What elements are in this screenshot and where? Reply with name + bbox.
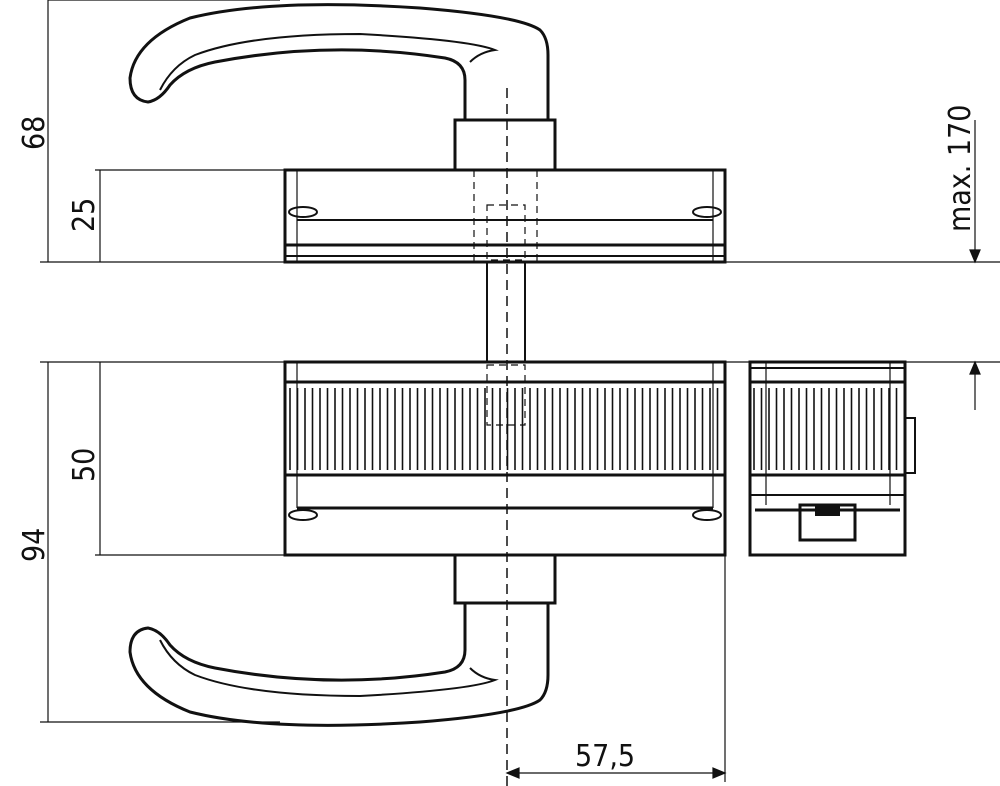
extension-lines bbox=[40, 0, 1000, 782]
connector-port-icon bbox=[798, 503, 857, 542]
dimension-lines bbox=[47, 0, 981, 779]
dim-94-label: 94 bbox=[17, 528, 52, 562]
grip-ribs bbox=[753, 388, 898, 470]
dim-50-label: 50 bbox=[67, 448, 102, 482]
upper-collar bbox=[453, 118, 557, 172]
lower-collar bbox=[453, 553, 557, 605]
screw-icon bbox=[692, 509, 722, 521]
dim-25-label: 25 bbox=[67, 198, 102, 232]
grip-ribs bbox=[289, 388, 719, 470]
spindle bbox=[486, 262, 526, 362]
dim-68-label: 68 bbox=[17, 116, 52, 150]
upper-plate bbox=[283, 168, 727, 264]
upper-handle bbox=[128, 3, 557, 172]
side-view bbox=[748, 360, 916, 557]
screw-icon bbox=[288, 206, 318, 218]
lower-lock-body bbox=[283, 360, 727, 557]
dim-57-5-label: 57,5 bbox=[575, 739, 635, 774]
screw-icon bbox=[288, 509, 318, 521]
lower-handle bbox=[128, 553, 557, 727]
screw-icon bbox=[692, 206, 722, 218]
dim-max-170-label: max. 170 bbox=[943, 105, 978, 232]
